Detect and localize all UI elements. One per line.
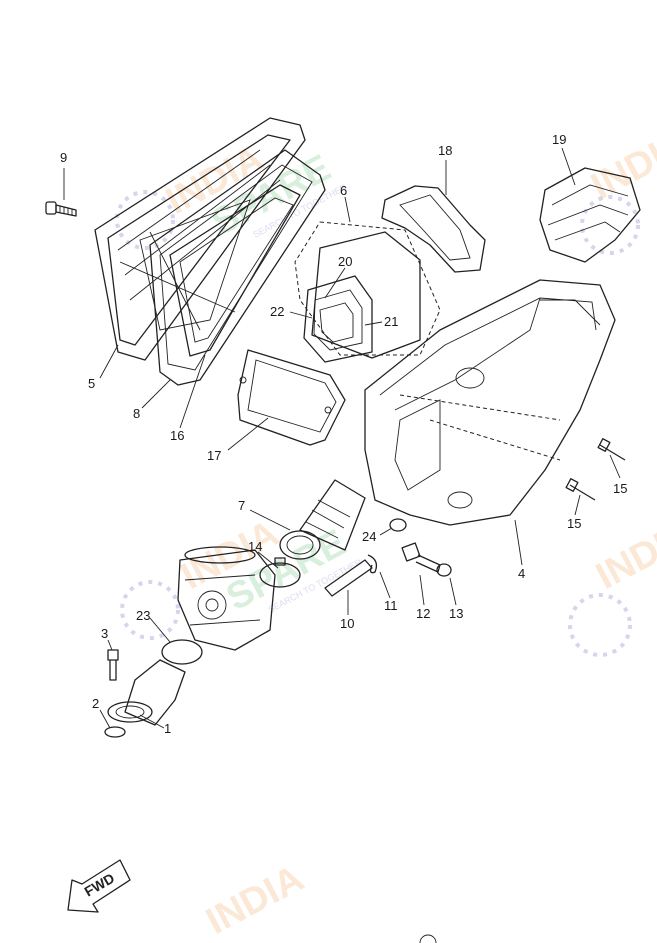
callout-14: 14 [248,539,262,554]
part-7-joint [279,479,366,560]
callout-10: 10 [340,616,354,631]
callout-17: 17 [207,448,221,463]
part-10-pin [324,559,373,597]
callout-3: 3 [101,626,108,641]
callout-12: 12 [416,606,430,621]
callout-21: 21 [384,314,398,329]
watermark-brand: INDIA [590,512,657,598]
watermark-wrench-icon [568,593,632,657]
callout-15-lower: 15 [567,516,581,531]
watermark-right-2: INDIA [590,512,657,598]
callout-22: 22 [270,304,284,319]
part-9-bolt [45,201,77,217]
part-15-screw [597,438,626,461]
part-12-bolt [401,542,441,573]
part-17-gasket [237,349,346,446]
callout-16: 16 [170,428,184,443]
page-mark-icon [419,934,437,943]
watermark-mid: INDIA SPARE SEARCH TO TOGETHER [175,512,364,619]
callout-15-upper: 15 [613,481,627,496]
part-2-o-ring [104,726,126,738]
part-24-grommet [389,518,407,532]
connection-line [399,394,561,421]
part-18-bracket [381,185,486,273]
callout-1: 1 [164,721,171,736]
watermark-wrench-icon [115,190,175,250]
part-1-manifold [107,659,186,726]
connection-line [429,419,561,461]
callout-13: 13 [449,606,463,621]
part-13-washer [436,563,452,577]
callout-labels: 9 5 8 16 17 6 20 22 21 18 19 15 15 4 7 1… [60,132,627,736]
part-15-screw [565,478,596,501]
watermark-bottom: INDIA [200,857,311,943]
callout-6: 6 [340,183,347,198]
part-23-clamp [161,639,203,665]
callout-20: 20 [338,254,352,269]
callout-24: 24 [362,529,376,544]
part-19-duct [539,167,641,263]
callout-7: 7 [238,498,245,513]
watermark-right: INDIA [585,122,657,208]
part-14-clamp [259,557,301,588]
leader-lines [63,147,621,729]
watermark-wrench-icon [120,580,180,640]
callout-8: 8 [133,406,140,421]
callout-23: 23 [136,608,150,623]
callout-4: 4 [518,566,525,581]
callout-9: 9 [60,150,67,165]
callout-19: 19 [552,132,566,147]
fwd-arrow-icon: FWD [67,859,131,913]
fwd-label: FWD [82,870,118,900]
part-11-clip [367,554,378,574]
part-3-bolt [107,649,119,681]
part-5-cover [94,117,306,361]
callout-5: 5 [88,376,95,391]
part-6-element-assembly [294,221,441,363]
callout-2: 2 [92,696,99,711]
callout-11: 11 [384,598,398,613]
carburetor [177,546,276,651]
part-16-element-frame [169,184,301,357]
callout-18: 18 [438,143,452,158]
watermark-brand: INDIA [585,122,657,208]
part-4-case [364,279,616,526]
watermark-wrench-icon [580,195,640,255]
watermark-brand: INDIA [200,857,311,943]
